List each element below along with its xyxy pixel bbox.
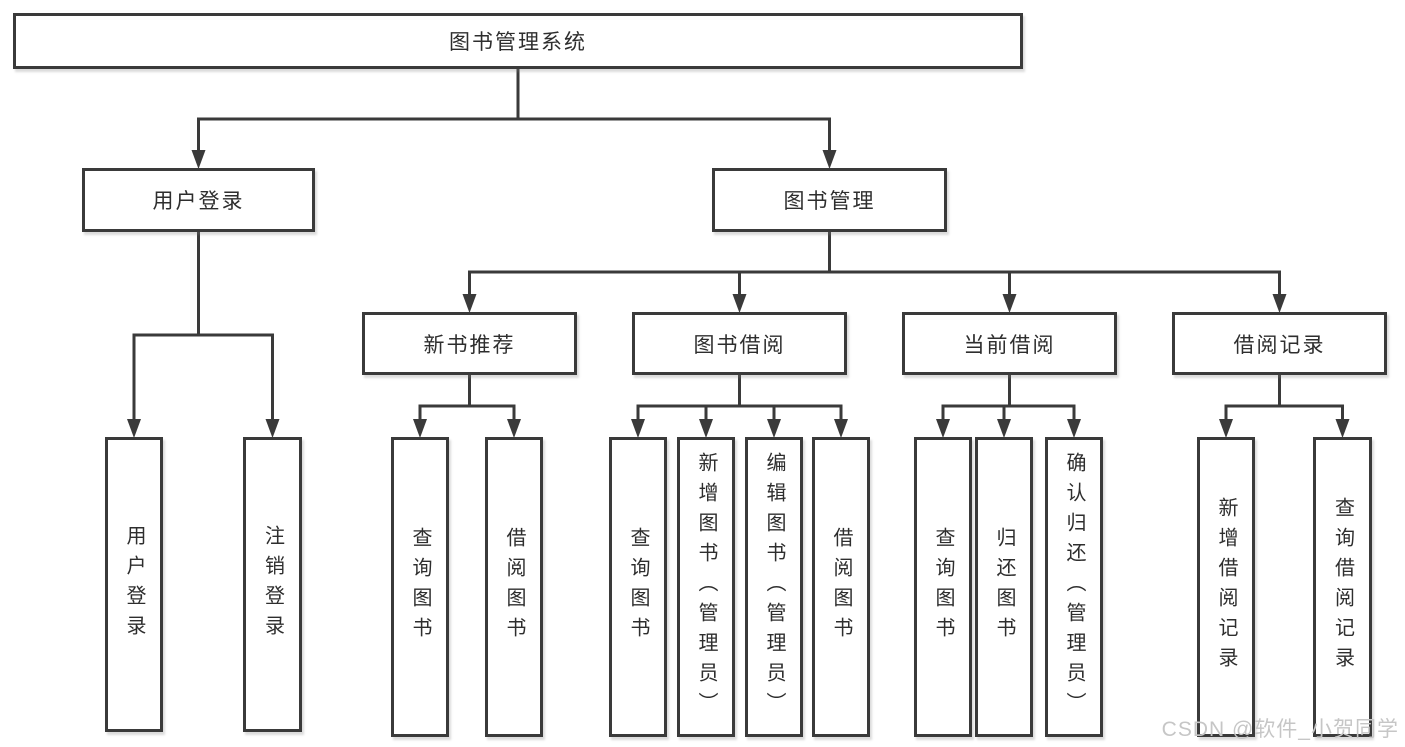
arrowhead [507,419,521,438]
edge-from-book-borrowing [636,374,843,424]
node-label-borrow-records: 借阅记录 [1233,333,1326,357]
node-label-leaf-borrow-books-1: 借阅图书 [503,527,525,647]
arrowhead [413,419,427,438]
node-leaf-return-book: 归还图书 [975,437,1033,737]
node-leaf-confirm-return-admin: 确认归还（管理员） [1045,437,1103,737]
node-leaf-query-books-3: 查询图书 [914,437,972,737]
node-label-leaf-query-books-1: 查询图书 [409,527,431,647]
node-borrow-records: 借阅记录 [1172,312,1387,375]
node-label-book-borrowing: 图书借阅 [693,333,786,357]
arrowhead [1067,419,1081,438]
node-label-new-book-recommend: 新书推荐 [423,333,516,357]
node-leaf-query-borrow-record: 查询借阅记录 [1313,437,1372,737]
node-label-leaf-query-books-2: 查询图书 [627,527,649,647]
node-current-borrowing: 当前借阅 [902,312,1117,375]
edge-from-book-management [468,231,1281,299]
node-label-leaf-confirm-return-admin: 确认归还（管理员） [1063,452,1085,722]
node-leaf-logout: 注销登录 [243,437,302,732]
node-label-current-borrowing: 当前借阅 [963,333,1056,357]
arrowhead [997,419,1011,438]
arrowhead [265,419,280,438]
node-system-root: 图书管理系统 [13,13,1023,69]
csdn-watermark: CSDN @软件_小贺同学 [1161,718,1399,741]
arrowhead [767,419,781,438]
node-leaf-add-borrow-record: 新增借阅记录 [1197,437,1255,737]
node-user-login: 用户登录 [82,168,315,232]
arrowhead [631,419,645,438]
edge-from-system-root [197,68,831,155]
node-new-book-recommend: 新书推荐 [362,312,577,375]
arrowhead [1219,419,1233,438]
node-label-leaf-query-borrow-record: 查询借阅记录 [1331,497,1354,677]
edge-from-current-borrowing [941,374,1076,424]
node-leaf-query-books-2: 查询图书 [609,437,667,737]
node-book-management: 图书管理 [712,168,947,232]
arrowhead [834,419,848,438]
arrowhead [936,419,950,438]
arrowhead [732,294,747,313]
edge-from-borrow-records [1224,374,1344,424]
arrowhead [822,150,837,169]
node-label-leaf-user-login: 用户登录 [123,524,145,645]
node-label-leaf-add-borrow-record: 新增借阅记录 [1215,497,1237,677]
arrowhead [699,419,713,438]
node-leaf-add-book-admin: 新增图书（管理员） [677,437,735,737]
node-book-borrowing: 图书借阅 [632,312,847,375]
node-label-leaf-logout: 注销登录 [261,524,284,645]
node-leaf-user-login: 用户登录 [105,437,163,732]
node-label-leaf-add-book-admin: 新增图书（管理员） [695,452,717,722]
node-label-book-management: 图书管理 [783,190,876,213]
node-leaf-edit-book-admin: 编辑图书（管理员） [745,437,803,737]
node-leaf-borrow-books-1: 借阅图书 [485,437,543,737]
node-leaf-borrow-books-2: 借阅图书 [812,437,870,737]
node-label-leaf-edit-book-admin: 编辑图书（管理员） [763,452,785,722]
node-label-system-root: 图书管理系统 [449,31,587,54]
node-label-leaf-query-books-3: 查询图书 [932,527,954,647]
arrowhead [462,294,477,313]
node-label-user-login: 用户登录 [152,190,245,213]
arrowhead [1002,294,1017,313]
edge-from-new-book-recommend [418,374,516,424]
arrowhead [191,150,206,169]
node-label-leaf-borrow-books-2: 借阅图书 [830,527,852,647]
node-leaf-query-books-1: 查询图书 [391,437,449,737]
arrowhead [127,419,141,438]
arrowhead [1335,419,1350,438]
arrowhead [1272,294,1287,313]
node-label-leaf-return-book: 归还图书 [993,527,1015,647]
edge-from-user-login [132,231,274,424]
